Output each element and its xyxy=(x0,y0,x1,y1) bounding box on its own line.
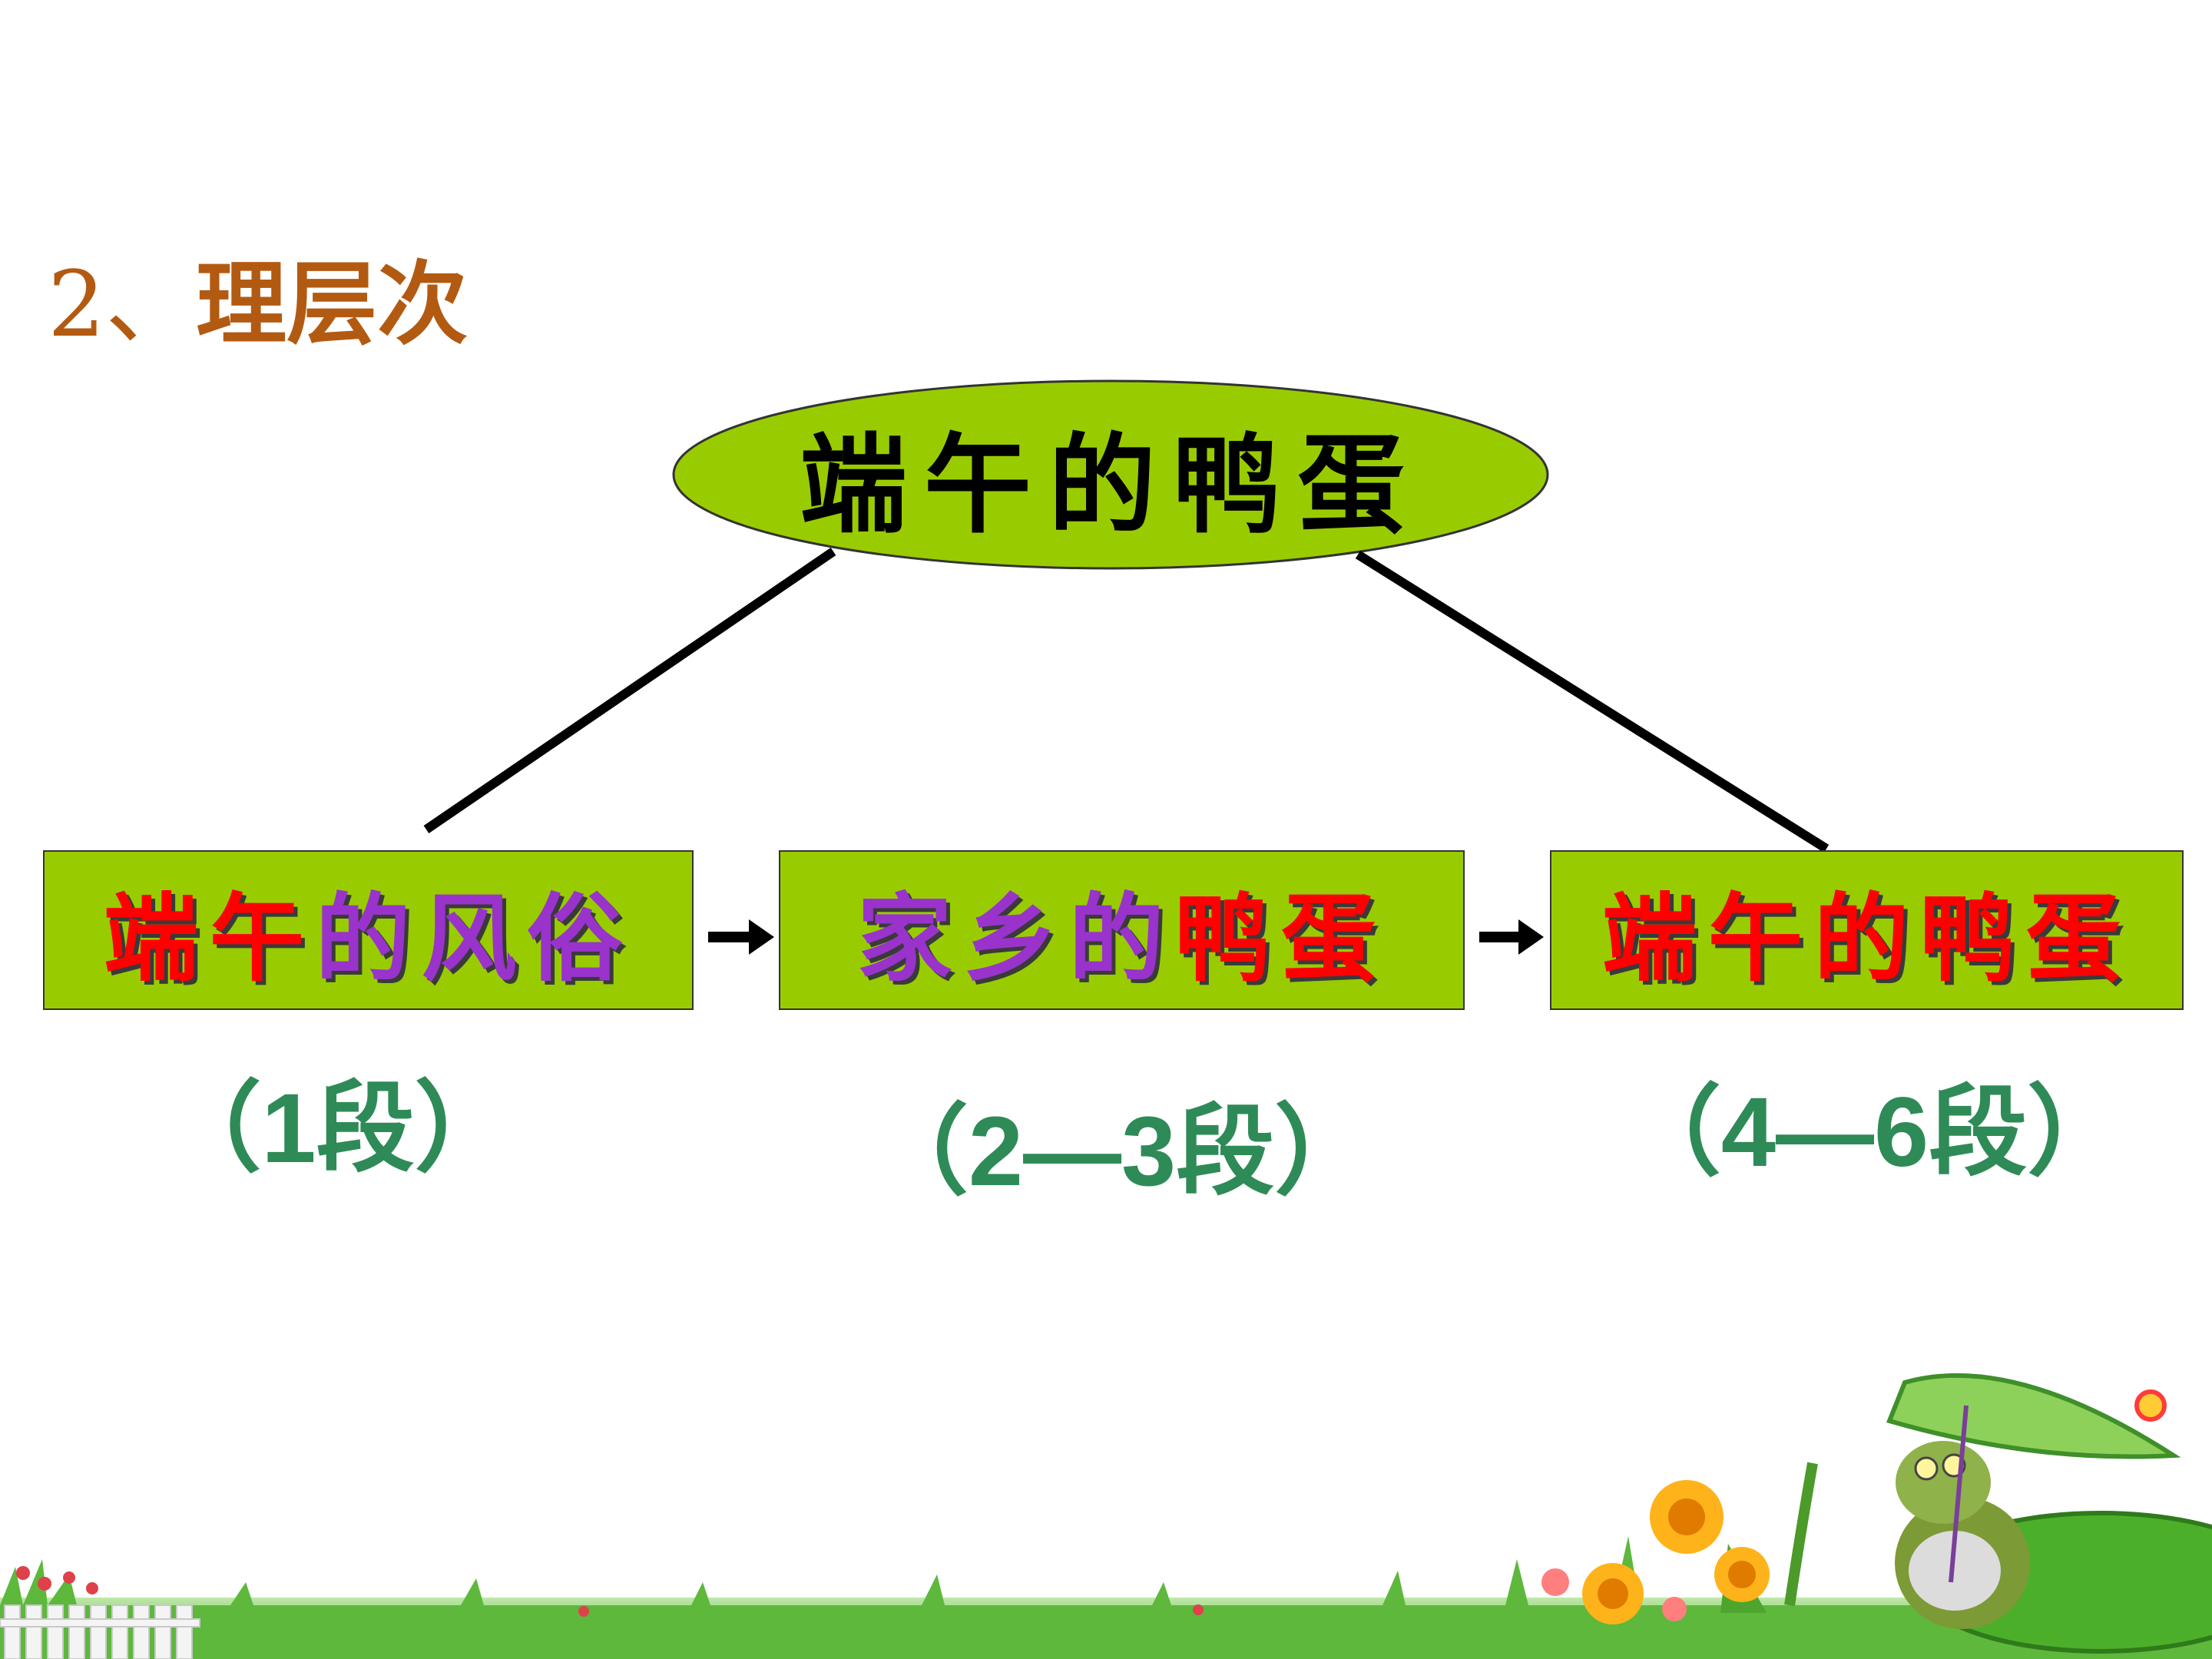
root-node-label: 端午的鸭蛋 xyxy=(799,422,1422,548)
root-node-shape xyxy=(672,379,1549,570)
picket-fence xyxy=(0,1604,200,1659)
connector-right xyxy=(1355,550,1830,853)
section-2-part-1: 家乡的 xyxy=(856,883,1175,995)
grass-blades xyxy=(0,1536,2212,1659)
heading-title: 理层次 xyxy=(196,251,469,357)
slide-heading: 2、理层次 xyxy=(48,230,468,362)
section-box-1: 端午的风俗 xyxy=(43,850,694,1010)
frog-with-leaf-umbrella xyxy=(1886,1373,2212,1654)
section-3-part-1: 端午的鸭蛋 xyxy=(1601,883,2132,995)
section-2-part-2: 鸭蛋 xyxy=(1174,883,1387,995)
arrow-1 xyxy=(708,919,774,955)
section-box-3: 端午的鸭蛋 xyxy=(1550,850,2184,1010)
section-2-paragraphs: （2—3段） xyxy=(869,1097,1373,1207)
heading-number: 2、 xyxy=(48,251,197,357)
section-box-2: 家乡的鸭蛋 xyxy=(779,850,1465,1010)
small-red-flowers xyxy=(16,1566,1204,1617)
section-3-paragraphs: （4—6段） xyxy=(1622,1078,2126,1187)
section-1-part-1: 端午 xyxy=(103,883,316,995)
section-1-part-2: 的风俗 xyxy=(315,883,634,995)
sunflower-cluster xyxy=(1541,1462,1818,1624)
arrow-2 xyxy=(1479,919,1544,955)
section-1-paragraphs: （1段） xyxy=(163,1074,513,1184)
connector-left xyxy=(423,548,836,833)
